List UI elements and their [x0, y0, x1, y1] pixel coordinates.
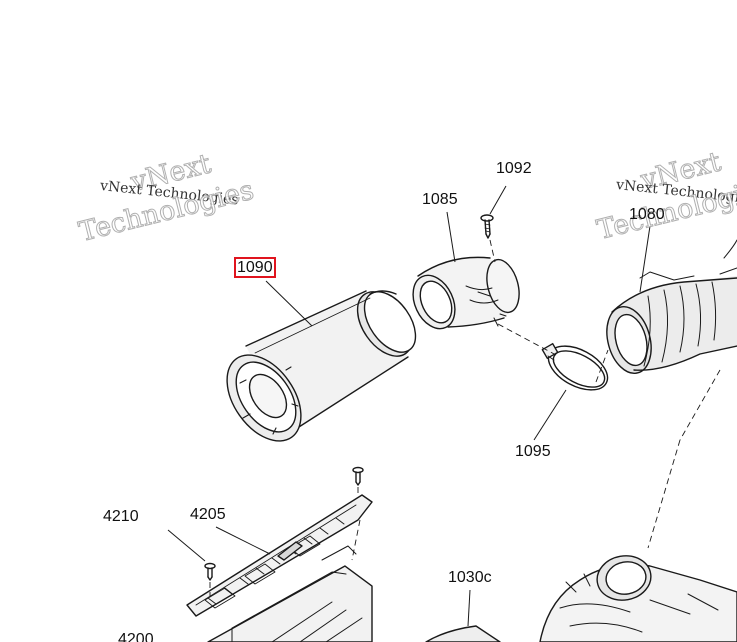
callout-1080[interactable]: 1080 [629, 206, 665, 223]
leader-line-4210 [167, 529, 206, 562]
leader-line-1085 [446, 211, 456, 263]
alignment-line-4205-4200 [351, 519, 361, 561]
alignment-line-adapter-clamp [497, 323, 557, 356]
leader-line-1080 [639, 225, 651, 293]
intake-hose-part-1080[interactable] [600, 239, 737, 378]
callout-1090-selected[interactable]: 1090 [234, 257, 276, 278]
callout-1085[interactable]: 1085 [422, 191, 458, 208]
leader-line-1090 [265, 280, 313, 327]
leader-line-4205 [215, 526, 271, 555]
intake-adapter-part-1085[interactable] [405, 256, 525, 335]
leader-line-1030c [467, 589, 471, 627]
alignment-line-1092 [489, 239, 496, 263]
callout-1030c[interactable]: 1030c [448, 569, 492, 586]
callout-1092[interactable]: 1092 [496, 160, 532, 177]
silencer-cover-part-4205[interactable] [186, 494, 373, 617]
leader-line-1092 [489, 185, 507, 215]
callout-4210[interactable]: 4210 [103, 508, 139, 525]
leader-line-1095 [533, 389, 567, 441]
hose-clamp-part-1095[interactable] [541, 337, 614, 399]
airbox-housing-part-4200[interactable] [207, 545, 373, 642]
air-filter-part-1090[interactable] [212, 282, 426, 455]
callout-4205[interactable]: 4205 [190, 506, 226, 523]
airbox-part-1030c[interactable] [425, 552, 737, 642]
alignment-line-clamp-hose [595, 349, 609, 383]
callout-1095[interactable]: 1095 [515, 443, 551, 460]
callout-4200[interactable]: 4200 [118, 631, 154, 642]
alignment-line-1080-1030c [679, 369, 721, 441]
screw-part-1092[interactable] [480, 214, 494, 239]
screw-part-4210[interactable] [204, 466, 364, 581]
alignment-line-1080-1030c-lower [647, 439, 681, 549]
